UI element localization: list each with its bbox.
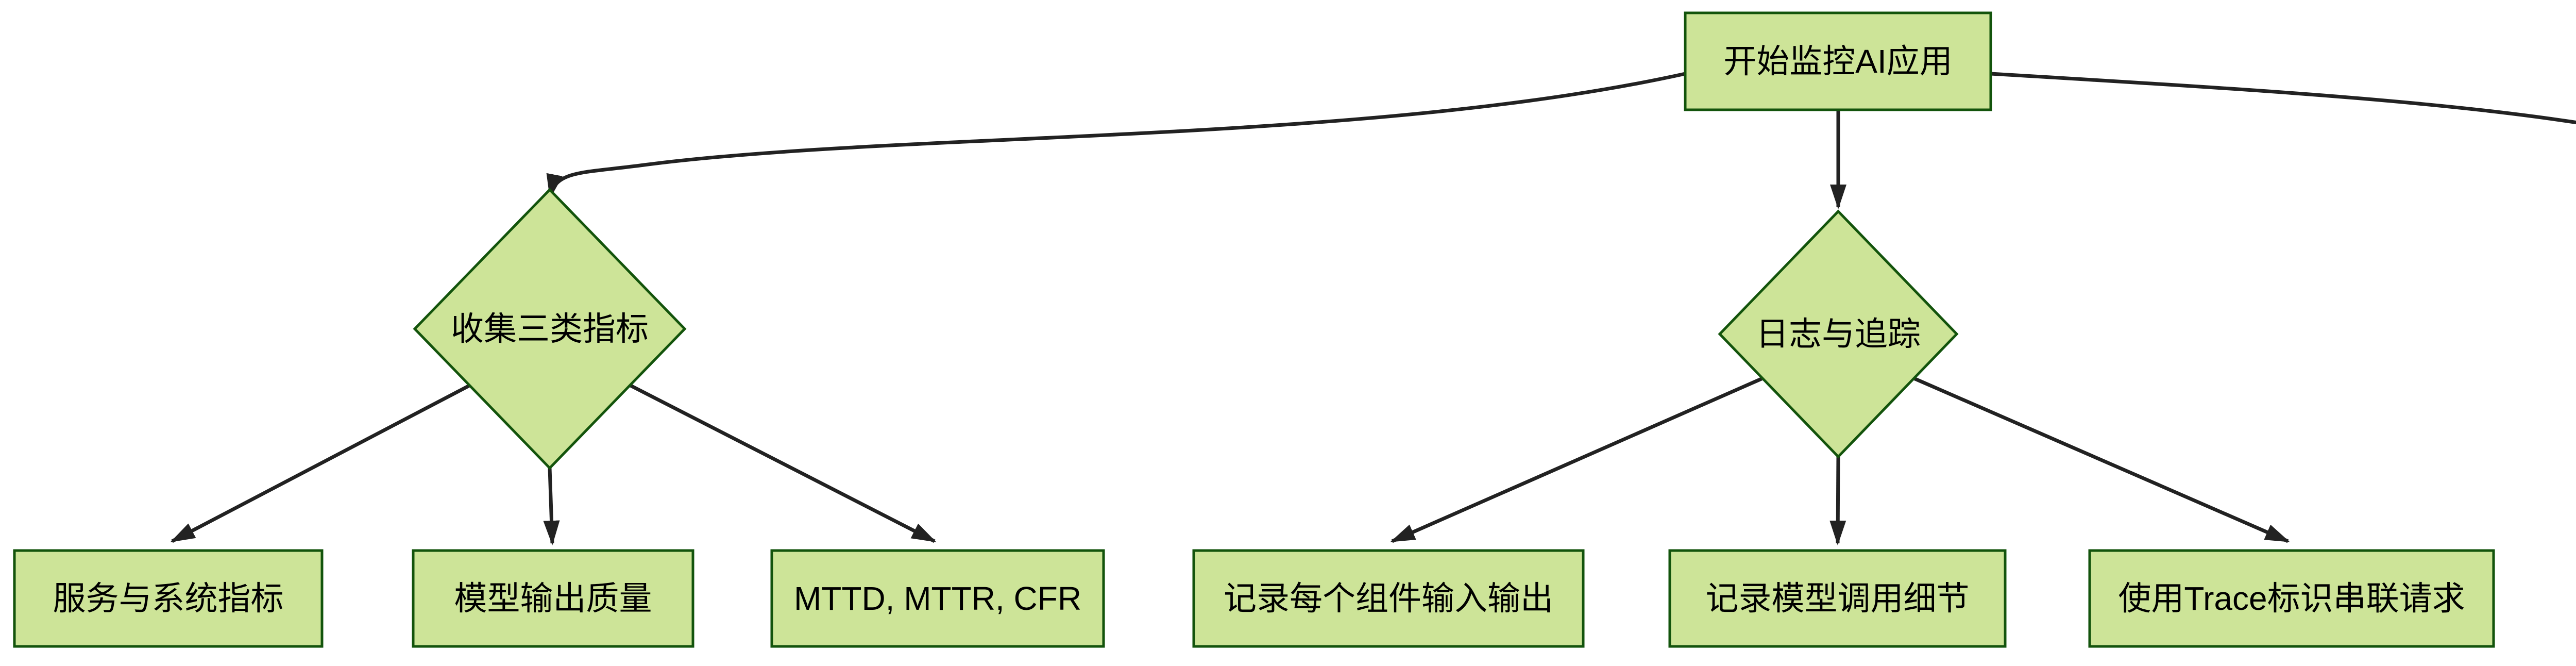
edge-logging-tracing-to-trace-id-linking — [1913, 376, 2290, 543]
node-shape-service-system-metrics — [13, 549, 324, 648]
node-shape-logging-tracing — [1718, 209, 1959, 459]
node-shape-trace-id-linking — [2088, 549, 2495, 648]
node-shape-mttd-mttr-cfr — [770, 549, 1105, 648]
node-shape-model-output-quality — [412, 549, 694, 648]
node-shape-collect-metrics — [413, 188, 687, 470]
edge-logging-tracing-to-record-component-io — [1390, 376, 1764, 543]
node-layer — [13, 11, 2495, 648]
edge-collect-metrics-to-mttd-mttr-cfr — [630, 384, 937, 543]
edge-layer — [170, 72, 2576, 545]
edge-collect-metrics-to-model-output-quality — [543, 468, 560, 545]
edge-start-to-visualization-alerting — [1990, 72, 2576, 124]
node-shape-record-component-io — [1192, 549, 1585, 648]
node-shape-record-model-details — [1668, 549, 2007, 648]
edge-start-to-collect-metrics — [546, 72, 1686, 199]
edge-collect-metrics-to-service-system-metrics — [170, 384, 470, 543]
node-shape-start — [1684, 11, 1992, 111]
